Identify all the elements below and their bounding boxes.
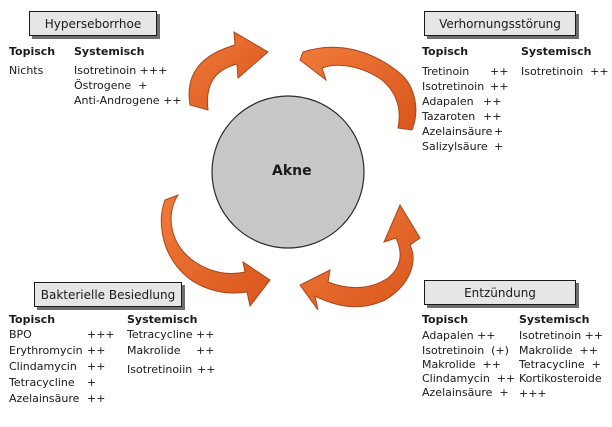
verhornung-topisch-3: Tazaroten bbox=[422, 110, 476, 123]
verhornung-topisch-2-rating: ++ bbox=[483, 95, 502, 108]
verhornung-topisch-0: Tretinoin bbox=[422, 65, 470, 78]
verhornung-topisch-2: Adapalen bbox=[422, 95, 474, 108]
entzuendung-topisch-0: Adapalen ++ bbox=[422, 329, 496, 342]
hyperseborrhoe-systemisch-1: Östrogene + bbox=[74, 79, 148, 92]
bakterielle-topisch-3: Tetracycline bbox=[9, 376, 75, 389]
verhornung-systemisch-header: Systemisch bbox=[521, 45, 592, 58]
verhornung-topisch-1: Isotretinoin bbox=[422, 80, 485, 93]
entzuendung-systemisch-header: Systemisch bbox=[519, 313, 590, 326]
bakterielle-topisch-4: Azelainsäure bbox=[9, 392, 80, 405]
entzuendung-systemisch-0: Isotretinoin ++ bbox=[519, 329, 604, 342]
verhornung-topisch-0-rating: ++ bbox=[490, 65, 509, 78]
bakterielle-systemisch-0-rating: ++ bbox=[196, 328, 215, 341]
box-hyperseborrhoe: Hyperseborrhoe bbox=[29, 11, 157, 36]
bakterielle-topisch-3-rating: + bbox=[87, 376, 97, 389]
center-circle bbox=[211, 95, 365, 249]
bakterielle-topisch-2-rating: ++ bbox=[87, 360, 106, 373]
bakterielle-topisch-4-rating: ++ bbox=[87, 392, 106, 405]
arrow-bottom-right bbox=[299, 203, 421, 311]
verhornung-topisch-5-rating: + bbox=[494, 140, 504, 153]
verhornung-topisch-header: Topisch bbox=[422, 45, 469, 58]
bakterielle-topisch-1-rating: ++ bbox=[87, 344, 106, 357]
arrow-top-left bbox=[188, 31, 269, 111]
entzuendung-topisch-3: Clindamycin ++ bbox=[422, 372, 516, 385]
entzuendung-systemisch-4: +++ bbox=[519, 387, 547, 400]
entzuendung-topisch-2: Makrolide ++ bbox=[422, 358, 501, 371]
entzuendung-topisch-header: Topisch bbox=[422, 313, 469, 326]
verhornung-topisch-4-rating: + bbox=[494, 125, 504, 138]
verhornung-topisch-5: Salizylsäure bbox=[422, 140, 488, 153]
bakterielle-topisch-0-rating: +++ bbox=[87, 328, 115, 341]
hyperseborrhoe-systemisch-header: Systemisch bbox=[74, 45, 145, 58]
hyperseborrhoe-systemisch-2: Anti-Androgene ++ bbox=[74, 94, 182, 107]
hyperseborrhoe-topisch-header: Topisch bbox=[9, 45, 56, 58]
verhornung-topisch-3-rating: ++ bbox=[483, 110, 502, 123]
verhornung-topisch-1-rating: ++ bbox=[490, 80, 509, 93]
box-bakterielle-besiedlung: Bakterielle Besiedlung bbox=[34, 282, 182, 307]
bakterielle-systemisch-0: Tetracycline bbox=[127, 328, 193, 341]
box-verhornungsstoerung: Verhornungsstörung bbox=[424, 11, 576, 36]
entzuendung-systemisch-3: Kortikosteroide bbox=[519, 372, 602, 385]
box-entzuendung: Entzündung bbox=[424, 280, 576, 305]
bakterielle-systemisch-1: Makrolide bbox=[127, 344, 181, 357]
entzuendung-systemisch-2: Tetracycline + bbox=[519, 358, 601, 371]
center-label: Akne bbox=[272, 163, 312, 179]
arrow-bottom-left bbox=[160, 193, 271, 308]
hyperseborrhoe-topisch-0: Nichts bbox=[9, 64, 44, 77]
bakterielle-topisch-2: Clindamycin bbox=[9, 360, 77, 373]
verhornung-systemisch-0: Isotretinoin ++ bbox=[521, 65, 609, 78]
bakterielle-topisch-0: BPO bbox=[9, 328, 32, 341]
bakterielle-systemisch-header: Systemisch bbox=[127, 313, 198, 326]
verhornung-topisch-4: Azelainsäure bbox=[422, 125, 493, 138]
entzuendung-systemisch-1: Makrolide ++ bbox=[519, 344, 598, 357]
bakterielle-systemisch-1-rating: ++ bbox=[196, 344, 215, 357]
bakterielle-topisch-1: Erythromycin bbox=[9, 344, 83, 357]
entzuendung-topisch-1: Isotretinoin (+) bbox=[422, 344, 509, 357]
bakterielle-systemisch-2-rating: ++ bbox=[197, 363, 216, 376]
hyperseborrhoe-systemisch-0: Isotretinoin +++ bbox=[74, 64, 168, 77]
bakterielle-systemisch-2: Isotretinoiin bbox=[127, 363, 193, 376]
entzuendung-topisch-4: Azelainsäure + bbox=[422, 386, 509, 399]
arrow-top-right bbox=[299, 46, 417, 131]
bakterielle-topisch-header: Topisch bbox=[9, 313, 56, 326]
